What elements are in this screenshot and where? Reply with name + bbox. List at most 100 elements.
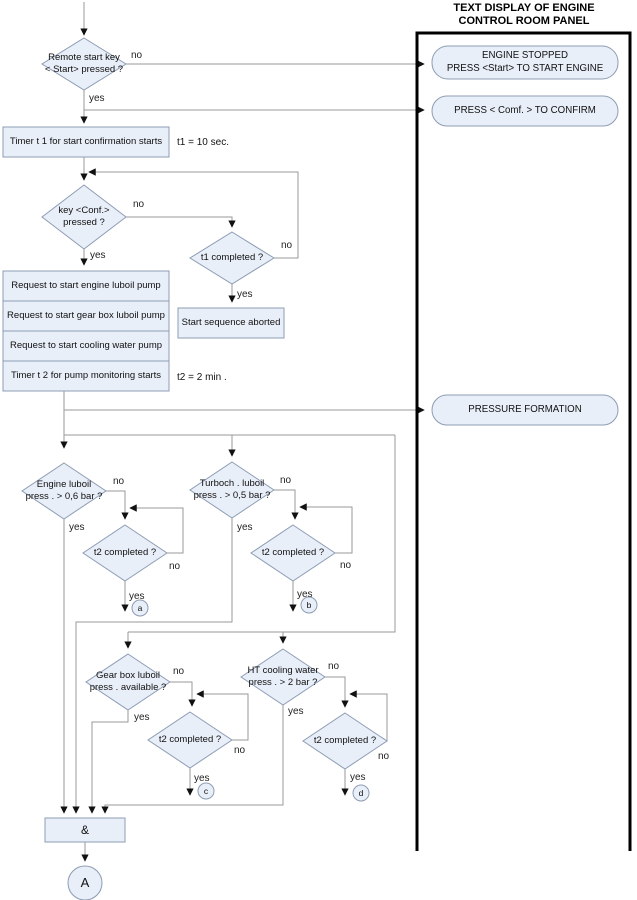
ht-cooling-line1: HT cooling water: [247, 665, 319, 677]
decision-t1-completed: [189, 231, 275, 285]
decision-key-conf: [41, 184, 127, 250]
edge-t2d-no-loop: [349, 690, 388, 741]
panel-title-line2: CONTROL ROOM PANEL: [458, 15, 590, 28]
req-cooling-pump-text: Request to start cooling water pump: [9, 340, 163, 352]
label-no-turboch: no: [280, 475, 292, 486]
connector-c-text: c: [203, 786, 209, 796]
connector-d-circle: [352, 784, 370, 802]
edge-engine-no: [106, 490, 129, 520]
decision-t1-completed-text: t1 completed ?: [190, 250, 274, 266]
engine-luboil-line2: press . > 0,6 bar ?: [25, 491, 103, 502]
edge-t2c-no-loop: [196, 690, 249, 741]
engine-stopped-line1: ENGINE STOPPED: [482, 50, 568, 62]
label-yes-t2d: yes: [350, 772, 366, 783]
connector-d-text: d: [358, 788, 364, 798]
decision-t2a-text: t2 completed ?: [83, 545, 167, 561]
edge-ht-no: [325, 676, 349, 708]
start-aborted-text: Start sequence aborted: [181, 317, 281, 329]
display-pressure-formation: [431, 394, 619, 426]
display-press-confirm-text: PRESS < Comf. > TO CONFIRM: [432, 96, 618, 126]
connector-c-circle: [197, 782, 215, 800]
display-engine-stopped: [431, 45, 619, 80]
t1-completed-text: t1 completed ?: [200, 252, 264, 264]
label-no-keyconf: no: [133, 199, 145, 210]
decision-t2-completed-d: [302, 712, 388, 770]
decision-remote-start: [41, 37, 127, 91]
note-t2: t2 = 2 min .: [177, 372, 227, 383]
label-yes-remote: yes: [89, 93, 105, 104]
decision-engine-luboil-text: Engine luboil press . > 0,6 bar ?: [22, 477, 106, 505]
t2c-text: t2 completed ?: [158, 734, 222, 746]
process-req-gearbox-pump-text: Request to start gear box luboil pump: [3, 301, 169, 331]
decision-t2-completed-b: [250, 524, 336, 582]
process-req-cooling-pump: [2, 330, 170, 362]
engine-luboil-line1: Engine luboil: [36, 479, 92, 491]
control-room-panel-border: [415, 31, 632, 851]
edge-split-row2: [128, 435, 396, 633]
label-yes-keyconf: yes: [90, 250, 106, 261]
connector-A-circle: [67, 865, 103, 900]
decision-turboch-luboil-text: Turboch . luboil press . > 0,5 bar ?: [190, 476, 274, 504]
label-no-t2a: no: [169, 561, 181, 572]
process-timer-t1-text: Timer t 1 for start confirmation starts: [3, 127, 169, 157]
decision-t2-completed-c: [147, 711, 233, 769]
decision-remote-start-text: Remote start key < Start> pressed ?: [42, 50, 126, 78]
label-yes-t2b: yes: [297, 589, 313, 600]
decision-key-conf-text: key <Conf.> pressed ?: [42, 203, 126, 231]
process-timer-t2: [2, 360, 170, 392]
turboch-luboil-line1: Turboch . luboil: [199, 478, 265, 490]
and-gate-box: [44, 817, 126, 843]
label-no-remote: no: [131, 50, 143, 61]
connector-a-text: a: [137, 603, 143, 613]
label-no-engine: no: [113, 476, 125, 487]
decision-t2b-text: t2 completed ?: [251, 545, 335, 561]
connector-lines: [60, 2, 425, 862]
label-yes-t2a: yes: [129, 591, 145, 602]
decision-gearbox-luboil: [85, 653, 171, 711]
process-start-aborted-text: Start sequence aborted: [178, 308, 284, 338]
decision-ht-cooling-text: HT cooling water press . > 2 bar ?: [241, 663, 325, 691]
engine-stopped-line2: PRESS <Start> TO START ENGINE: [446, 62, 604, 74]
label-yes-t1: yes: [237, 289, 253, 300]
edge-turboch-yes-to-and: [72, 518, 233, 814]
decision-t2d-text: t2 completed ?: [303, 733, 387, 749]
t2d-text: t2 completed ?: [313, 735, 377, 747]
req-gearbox-pump-text: Request to start gear box luboil pump: [7, 310, 165, 322]
note-t1: t1 = 10 sec.: [177, 137, 229, 148]
edge-turboch-no: [274, 489, 299, 520]
edge-keyconf-no: [126, 216, 236, 228]
label-no-t2b: no: [340, 560, 352, 571]
display-engine-stopped-text: ENGINE STOPPED PRESS <Start> TO START EN…: [432, 46, 618, 79]
process-req-engine-pump: [2, 270, 170, 302]
key-conf-line2: pressed ?: [63, 217, 105, 228]
label-no-t2c: no: [234, 745, 246, 756]
decision-t2c-text: t2 completed ?: [148, 732, 232, 748]
press-confirm-text: PRESS < Comf. > TO CONFIRM: [454, 104, 596, 116]
display-pressure-formation-text: PRESSURE FORMATION: [432, 395, 618, 425]
ht-cooling-line2: press . > 2 bar ?: [248, 677, 318, 688]
key-conf-line1: key <Conf.>: [58, 205, 110, 217]
connector-a-circle: [131, 599, 149, 617]
edge-t2b-no-loop: [299, 503, 353, 554]
decision-engine-luboil: [21, 462, 107, 520]
decision-ht-cooling: [240, 648, 326, 706]
t2b-text: t2 completed ?: [261, 547, 325, 559]
display-press-confirm: [431, 95, 619, 127]
decision-t2-completed-a: [82, 524, 168, 582]
timer-t1-text: Timer t 1 for start confirmation starts: [9, 136, 163, 148]
label-yes-engine: yes: [69, 522, 85, 533]
process-req-gearbox-pump: [2, 300, 170, 332]
edge-t1-no-loop: [88, 168, 299, 259]
pressure-formation-text: PRESSURE FORMATION: [468, 403, 582, 415]
label-no-ht: no: [328, 661, 340, 672]
t2a-text: t2 completed ?: [93, 547, 157, 559]
connector-b-circle: [300, 596, 318, 614]
gearbox-luboil-line1: Gear box luboil: [96, 670, 160, 682]
remote-start-line1: Remote start key: [48, 52, 120, 64]
process-req-cooling-pump-text: Request to start cooling water pump: [3, 331, 169, 361]
label-no-gearbox: no: [173, 666, 185, 677]
connector-A-text: A: [68, 866, 102, 900]
and-gate-text: &: [45, 818, 125, 842]
decision-gearbox-luboil-text: Gear box luboil press . available ?: [86, 668, 170, 696]
